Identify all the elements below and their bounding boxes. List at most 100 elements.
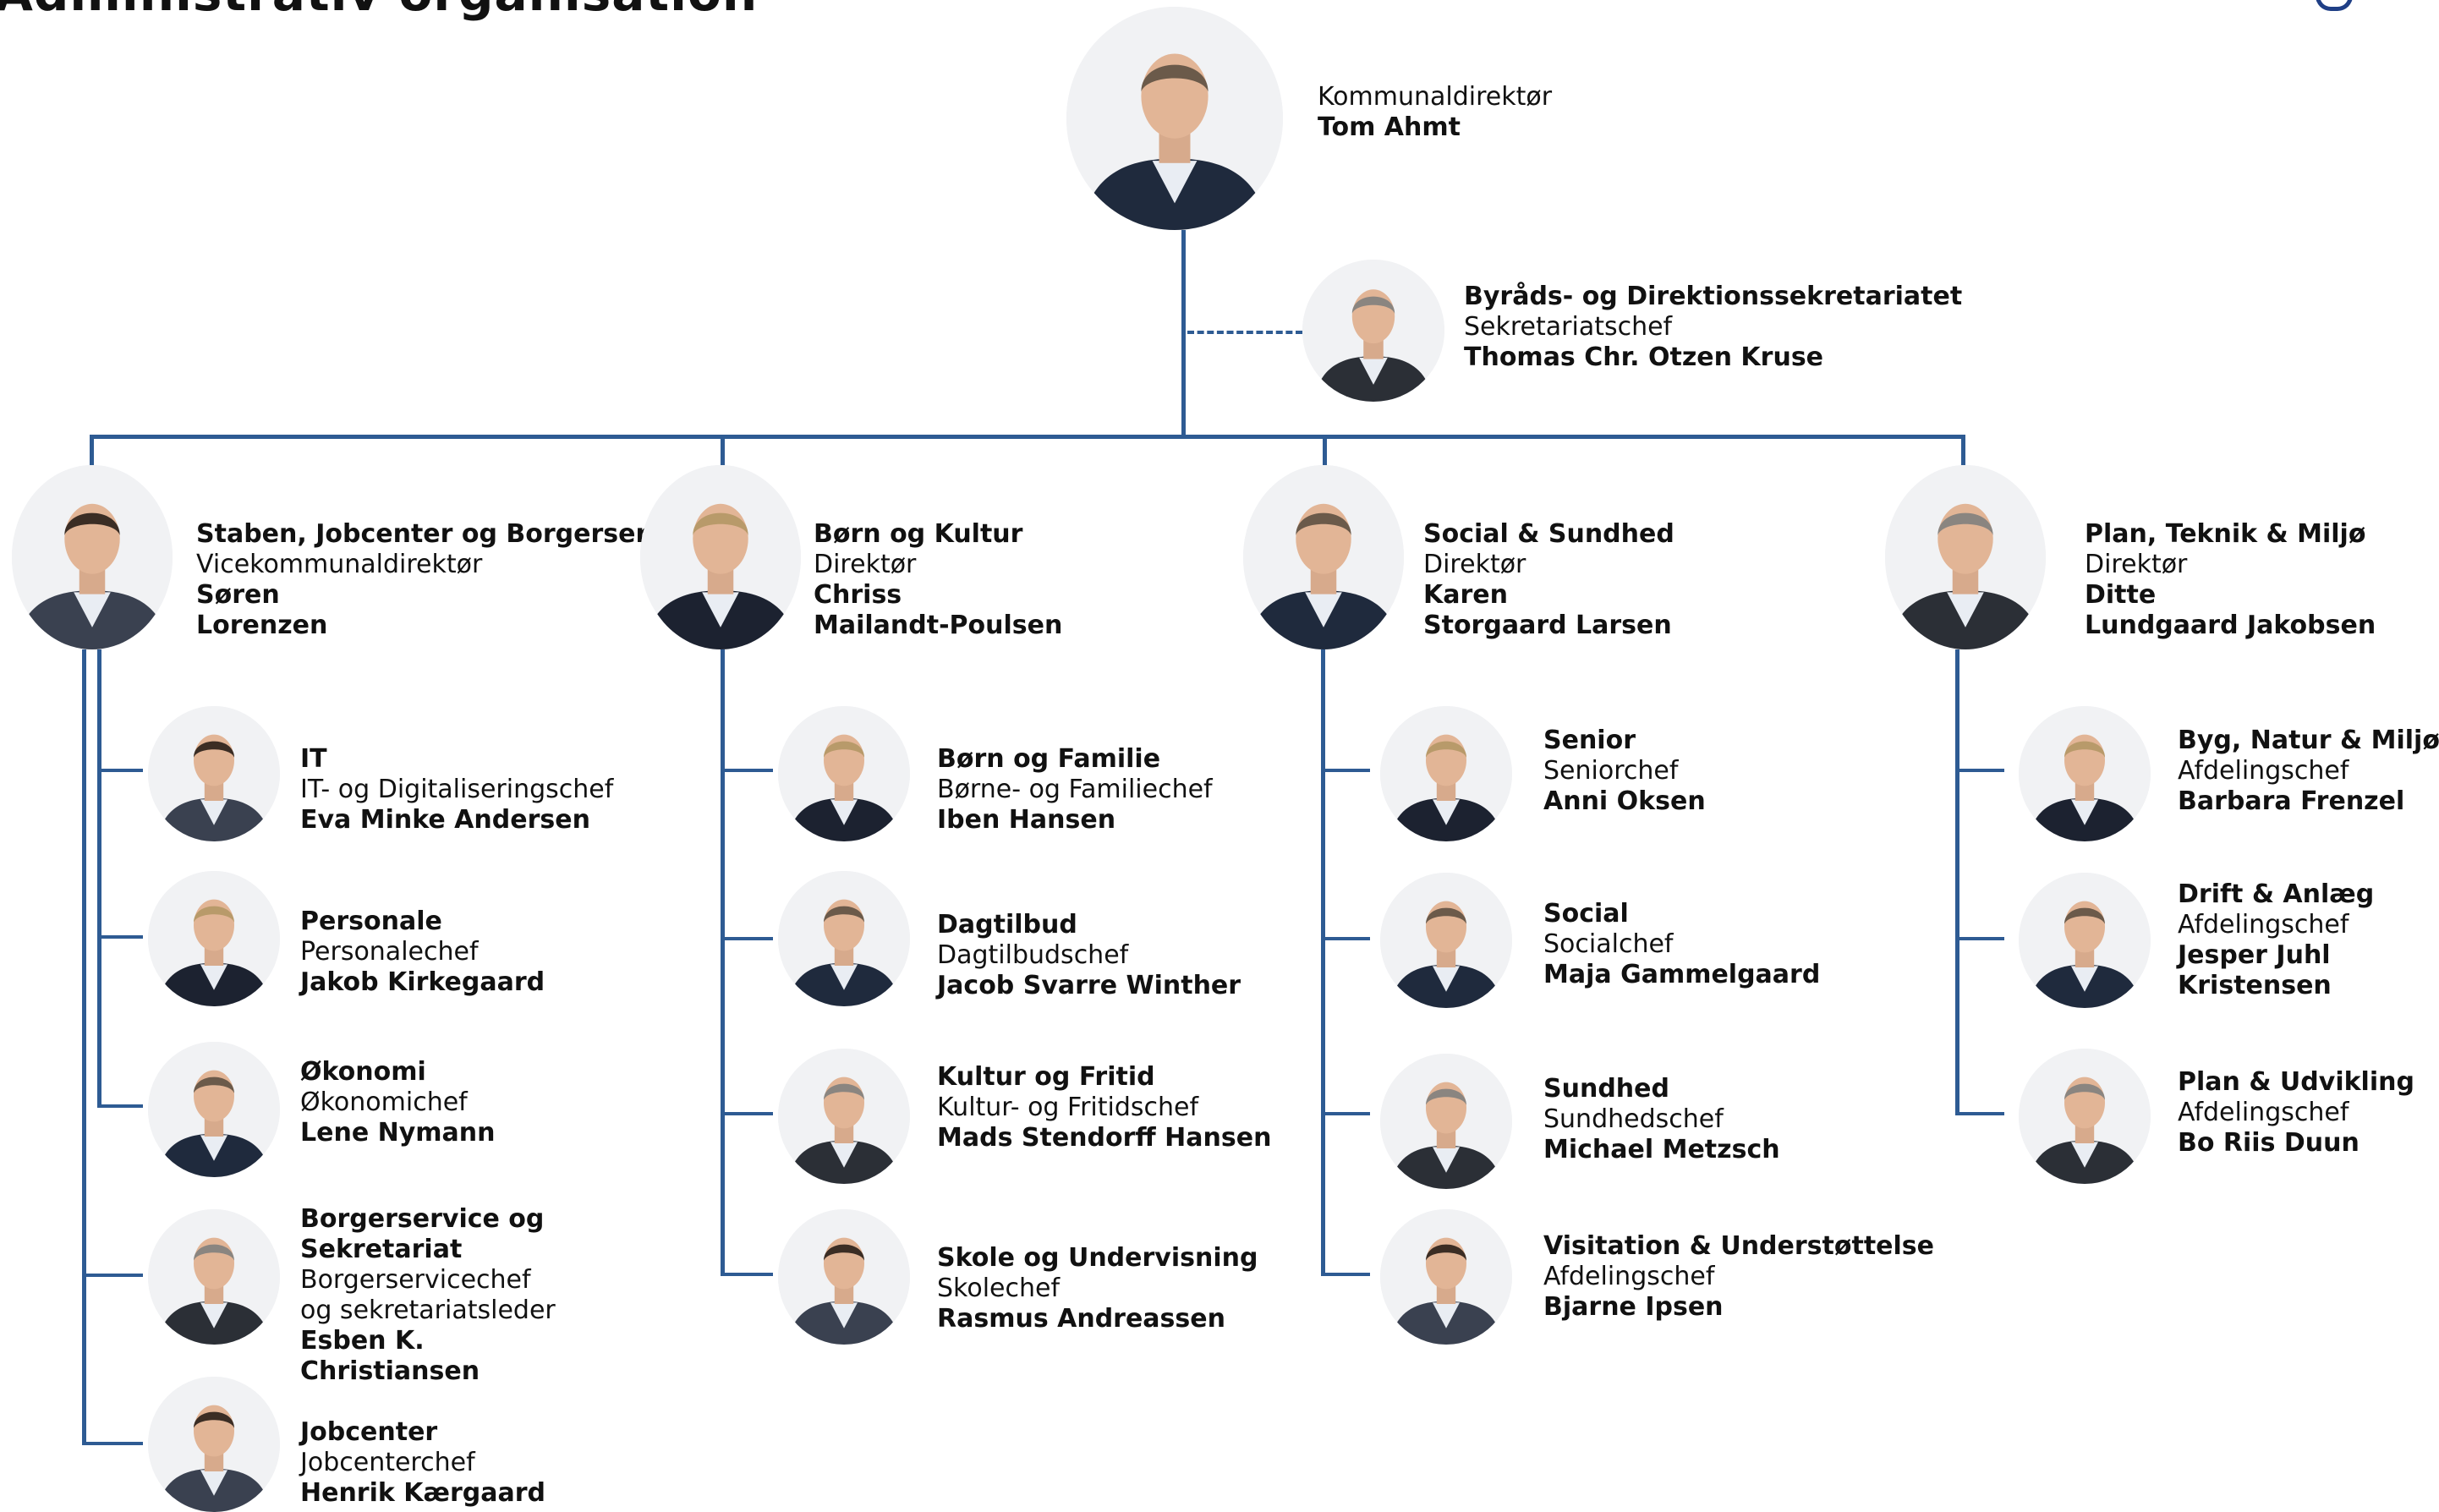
node-top-director: Kommunaldirektør Tom Ahmt bbox=[1318, 82, 1552, 143]
node-division-head: Børn og Kultur Direktør Chriss Mailandt-… bbox=[814, 519, 1062, 641]
person-silhouette-icon bbox=[1380, 706, 1512, 841]
node-role: Jobcenterchef bbox=[300, 1448, 475, 1477]
node-role: Borgerservicechef bbox=[300, 1265, 531, 1295]
node-unit: Social & Sundhed bbox=[1423, 519, 1674, 549]
avatar-portrait bbox=[1243, 465, 1404, 649]
person-silhouette-icon bbox=[640, 465, 801, 649]
connector-div4-branch-2 bbox=[1955, 937, 2004, 940]
node-unit: Personale bbox=[300, 907, 442, 936]
avatar-portrait bbox=[148, 1042, 280, 1177]
node-name: Bo Riis Duun bbox=[2178, 1128, 2360, 1158]
node-division-head: Plan, Teknik & Miljø Direktør Ditte Lund… bbox=[2085, 519, 2376, 641]
node-unit-leader: Senior Seniorchef Anni Oksen bbox=[1543, 726, 1706, 817]
node-name: Karen bbox=[1423, 580, 1508, 610]
connector-div2-branch-2 bbox=[721, 937, 773, 940]
node-name: Chriss bbox=[814, 580, 902, 610]
person-silhouette-icon bbox=[12, 465, 173, 649]
connector-horizontal-bar bbox=[90, 435, 1965, 439]
connector-div3-vertical bbox=[1321, 649, 1325, 1275]
node-name: Storgaard Larsen bbox=[1423, 611, 1672, 640]
node-role: Direktør bbox=[2085, 550, 2188, 579]
avatar-portrait bbox=[1380, 706, 1512, 841]
node-name: Jakob Kirkegaard bbox=[300, 967, 545, 997]
node-division-head: Staben, Jobcenter og Borgerservice Vicek… bbox=[196, 519, 705, 641]
node-name: Søren bbox=[196, 580, 280, 610]
node-name: Jacob Svarre Winther bbox=[937, 971, 1241, 1000]
avatar-portrait bbox=[778, 871, 910, 1006]
node-unit-leader: Dagtilbud Dagtilbudschef Jacob Svarre Wi… bbox=[937, 910, 1241, 1001]
node-unit: Børn og Familie bbox=[937, 744, 1161, 774]
node-unit: Sekretariat bbox=[300, 1235, 463, 1264]
node-unit: Byg, Natur & Miljø bbox=[2178, 726, 2439, 755]
node-name: Thomas Chr. Otzen Kruse bbox=[1464, 342, 1824, 372]
node-name: Mads Stendorff Hansen bbox=[937, 1123, 1272, 1153]
avatar-portrait bbox=[1885, 465, 2046, 649]
node-name: Rasmus Andreassen bbox=[937, 1304, 1225, 1334]
person-silhouette-icon bbox=[1380, 1054, 1512, 1189]
node-unit: Staben, Jobcenter og Borgerservice bbox=[196, 519, 706, 549]
node-name: Lundgaard Jakobsen bbox=[2085, 611, 2376, 640]
connector-div2-branch-3 bbox=[721, 1112, 773, 1115]
person-silhouette-icon bbox=[778, 1209, 910, 1345]
node-unit: Senior bbox=[1543, 726, 1636, 755]
person-silhouette-icon bbox=[148, 1377, 280, 1512]
node-unit-leader: Visitation & Understøttelse Afdelingsche… bbox=[1543, 1231, 1934, 1323]
node-division-head: Social & Sundhed Direktør Karen Storgaar… bbox=[1423, 519, 1674, 641]
connector-drop-2 bbox=[721, 435, 725, 465]
connector-drop-4 bbox=[1961, 435, 1965, 465]
node-unit: Visitation & Understøttelse bbox=[1543, 1231, 1934, 1261]
connector-div1-vertical-a bbox=[82, 649, 86, 1444]
connector-div1-branch-okonomi bbox=[97, 1104, 143, 1108]
person-silhouette-icon bbox=[2019, 706, 2151, 841]
node-name: Lorenzen bbox=[196, 611, 328, 640]
node-name: Maja Gammelgaard bbox=[1543, 960, 1821, 989]
node-role: og sekretariatsleder bbox=[300, 1296, 556, 1325]
avatar-portrait bbox=[1066, 7, 1283, 230]
node-unit: Skole og Undervisning bbox=[937, 1243, 1258, 1273]
node-unit: Plan, Teknik & Miljø bbox=[2085, 519, 2366, 549]
avatar-portrait bbox=[640, 465, 801, 649]
person-silhouette-icon bbox=[2019, 1049, 2151, 1184]
node-role: Direktør bbox=[1423, 550, 1526, 579]
node-unit: Sundhed bbox=[1543, 1074, 1669, 1104]
node-role: Kommunaldirektør bbox=[1318, 82, 1553, 112]
avatar-portrait bbox=[1302, 260, 1444, 402]
connector-drop-1 bbox=[90, 435, 94, 465]
avatar-portrait bbox=[2019, 873, 2151, 1008]
node-unit: IT bbox=[300, 744, 327, 774]
person-silhouette-icon bbox=[1380, 873, 1512, 1008]
avatar-portrait bbox=[1380, 873, 1512, 1008]
node-name: Tom Ahmt bbox=[1318, 112, 1461, 142]
node-name: Lene Nymann bbox=[300, 1118, 496, 1148]
avatar-portrait bbox=[148, 706, 280, 841]
node-secretariat: Byråds- og Direktionssekretariatet Sekre… bbox=[1464, 282, 1962, 373]
node-role: Afdelingschef bbox=[2178, 1098, 2349, 1127]
connector-div1-vertical-b bbox=[97, 649, 101, 1106]
connector-div2-branch-1 bbox=[721, 769, 773, 772]
avatar-portrait bbox=[1380, 1209, 1512, 1345]
person-silhouette-icon bbox=[1302, 260, 1444, 402]
node-role: Socialchef bbox=[1543, 929, 1674, 959]
person-silhouette-icon bbox=[148, 1042, 280, 1177]
connector-div4-branch-1 bbox=[1955, 769, 2004, 772]
connector-div1-branch-borgerservice bbox=[82, 1274, 143, 1277]
node-name: Anni Oksen bbox=[1543, 786, 1706, 816]
node-name: Barbara Frenzel bbox=[2178, 786, 2405, 816]
connector-div1-branch-jobcenter bbox=[82, 1442, 143, 1445]
node-unit-leader: Jobcenter Jobcenterchef Henrik Kærgaard bbox=[300, 1417, 545, 1509]
node-unit: Borgerservice og bbox=[300, 1204, 545, 1234]
node-role: Sundhedschef bbox=[1543, 1104, 1724, 1134]
page-title: Administrativ organisation bbox=[0, 0, 758, 22]
municipality-logo-icon bbox=[2316, 0, 2353, 11]
node-unit: Plan & Udvikling bbox=[2178, 1067, 2414, 1097]
connector-div2-vertical bbox=[721, 649, 725, 1275]
node-unit-leader: Kultur og Fritid Kultur- og Fritidschef … bbox=[937, 1062, 1271, 1153]
node-unit: Jobcenter bbox=[300, 1417, 438, 1447]
connector-div1-branch-personale bbox=[97, 935, 143, 939]
node-name: Christiansen bbox=[300, 1356, 480, 1386]
avatar-portrait bbox=[1380, 1054, 1512, 1189]
connector-div4-vertical bbox=[1955, 649, 1959, 1115]
node-unit: Kultur og Fritid bbox=[937, 1062, 1155, 1092]
node-role: IT- og Digitaliseringschef bbox=[300, 775, 614, 804]
connector-div4-branch-3 bbox=[1955, 1112, 2004, 1115]
